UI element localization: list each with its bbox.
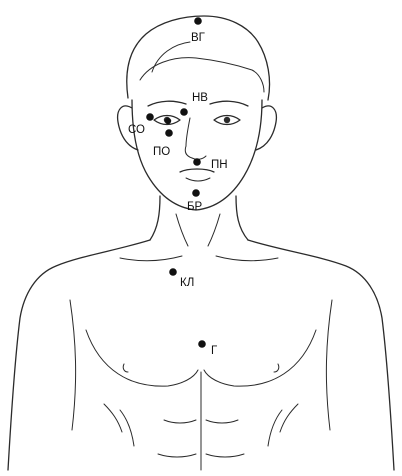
- nose: [185, 146, 206, 159]
- point-nv-label: НВ: [192, 92, 208, 104]
- right-ear: [256, 106, 276, 150]
- right-arm-line: [326, 300, 332, 430]
- point-g: Г: [198, 340, 218, 357]
- point-po-label: ПО: [153, 146, 170, 158]
- body-outline: [8, 16, 394, 470]
- right-clavicle: [216, 256, 278, 261]
- neck-muscle-left: [176, 214, 188, 246]
- point-br-label: БР: [187, 201, 203, 213]
- left-eyebrow: [148, 101, 186, 106]
- point-pn-dot: [193, 158, 201, 166]
- point-br: БР: [187, 189, 203, 213]
- left-clavicle: [120, 256, 182, 261]
- point-nv-dot: [180, 108, 188, 116]
- hair-strand: [152, 42, 190, 72]
- point-g-dot: [198, 340, 206, 348]
- point-vg: ВГ: [191, 17, 206, 44]
- right-rib-2: [268, 410, 282, 446]
- right-rib-1: [280, 404, 298, 432]
- point-vg-label: ВГ: [191, 32, 206, 44]
- right-eyebrow: [210, 101, 248, 106]
- point-kl-dot: [169, 268, 177, 276]
- left-shoulder: [8, 240, 150, 470]
- right-pupil: [224, 117, 230, 123]
- left-pectoral: [86, 330, 198, 386]
- hairline: [140, 58, 264, 92]
- point-vg-dot: [194, 17, 202, 25]
- point-pn-label: ПН: [211, 159, 228, 171]
- lower-lip: [186, 178, 210, 181]
- right-pectoral: [204, 330, 316, 386]
- left-abdomen: [164, 420, 196, 423]
- point-br-dot: [192, 189, 200, 197]
- point-g-label: Г: [211, 345, 218, 357]
- neck-muscle-right: [208, 214, 220, 246]
- left-rib-1: [104, 404, 122, 432]
- left-arm-line: [70, 300, 76, 430]
- neck-left: [150, 196, 160, 240]
- left-abdomen-2: [158, 454, 196, 457]
- left-nipple: [123, 364, 128, 372]
- point-po-dot: [165, 129, 173, 137]
- right-abdomen-2: [206, 454, 244, 457]
- point-so-label: СО: [128, 124, 145, 136]
- point-kl: КЛ: [169, 268, 194, 289]
- left-rib-2: [120, 410, 134, 446]
- right-nipple: [274, 364, 279, 372]
- point-kl-label: КЛ: [180, 277, 194, 289]
- mouth: [180, 169, 214, 172]
- right-abdomen: [206, 420, 238, 423]
- nose-bridge: [186, 118, 190, 146]
- point-po-dot-upper: [165, 118, 171, 124]
- point-so-dot: [146, 113, 154, 121]
- neck-right: [236, 196, 248, 240]
